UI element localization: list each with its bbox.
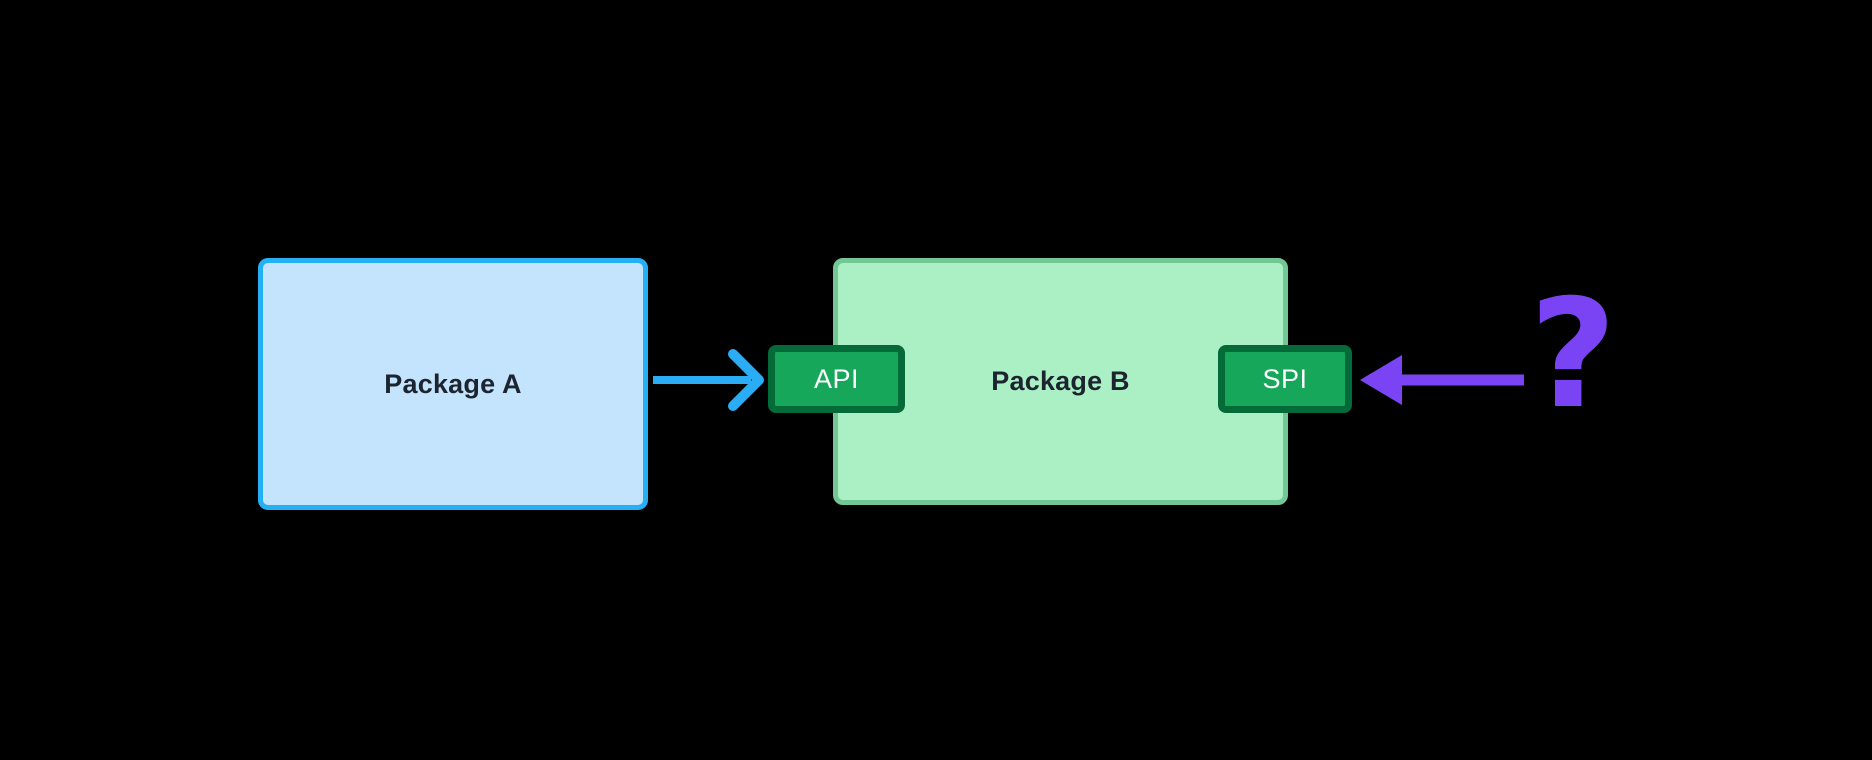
arrow-package-a-to-api[interactable] (645, 345, 780, 415)
package-b-label: Package B (991, 366, 1130, 396)
package-b-node[interactable]: Package B (833, 258, 1288, 505)
arrow-head-chevron-icon (728, 349, 764, 411)
spi-chip-label: SPI (1262, 363, 1308, 394)
spi-interface-chip[interactable]: SPI (1218, 345, 1352, 413)
question-mark-node: ? (1518, 280, 1628, 440)
api-interface-chip[interactable]: API (768, 345, 905, 413)
arrow-question-to-spi[interactable] (1352, 345, 1532, 415)
api-chip-label: API (813, 363, 860, 394)
arrow-head-triangle-icon (1360, 355, 1402, 405)
package-a-node[interactable]: Package A (258, 258, 648, 510)
package-a-label: Package A (384, 368, 522, 399)
question-mark-glyph: ? (1529, 268, 1617, 442)
